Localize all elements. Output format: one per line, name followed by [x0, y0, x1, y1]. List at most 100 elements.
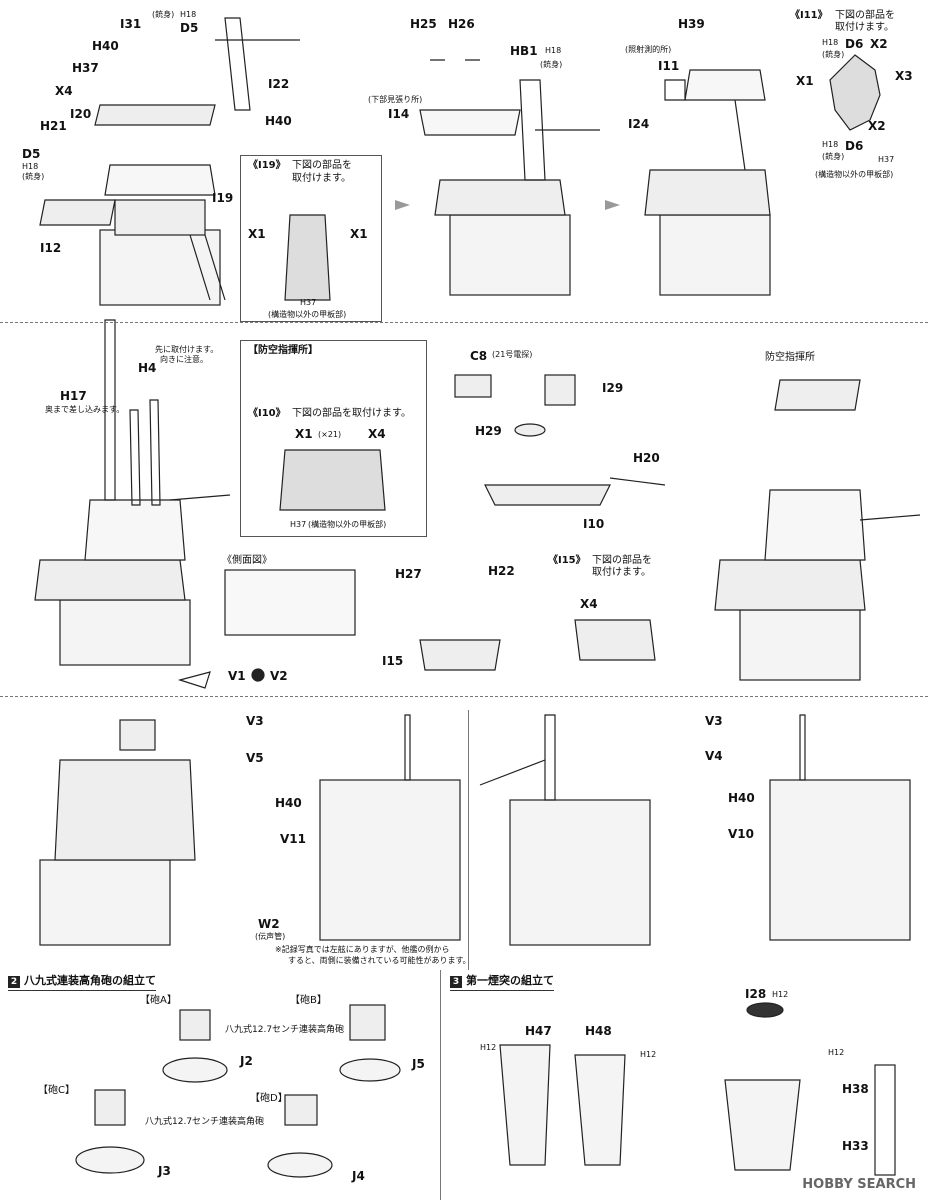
section-3-number: 3 [450, 976, 462, 988]
part-label-V1: V1 [228, 669, 246, 683]
radar-note: (21号電探) [492, 350, 533, 359]
inset-I15-note2: 取付けます。 [592, 567, 651, 578]
part-label-H12-a: H12 [480, 1043, 497, 1052]
part-label-I11: I11 [658, 59, 680, 73]
part-label-H18-left: H18 [22, 162, 39, 171]
part-label-H25: H25 [410, 17, 437, 31]
inset-I11-X2-bottom: X2 [868, 119, 886, 133]
part-label-J4: J4 [352, 1169, 365, 1183]
gun-description-1: 八九式12.7センチ連装高角砲 [225, 1025, 345, 1035]
part-label-HB1: HB1 [510, 44, 538, 58]
part-label-I19: I19 [212, 191, 234, 205]
aa-command-label-right: 防空指揮所 [765, 352, 815, 363]
part-label-J3: J3 [158, 1164, 171, 1178]
part-label-V2: V2 [270, 669, 288, 683]
column-divider-row3 [468, 710, 469, 970]
gun-B-label: 【砲B】 [290, 995, 327, 1006]
inset-I15-title: 《I15》 [548, 555, 586, 566]
part-label-V10: V10 [728, 827, 754, 841]
part-label-H21: H21 [40, 119, 67, 133]
part-label-H37: H37 [72, 61, 99, 75]
photo-note-1: ※記録写真では左舷にありますが、他艦の例から [275, 945, 450, 954]
inset-I15-X4: X4 [580, 597, 598, 611]
gun-mount-drawings [75, 1004, 401, 1178]
gun-barrel-note: (銃身) [152, 10, 175, 19]
inset-I11-caption: (構造物以外の甲板部) [815, 170, 894, 179]
inset-I11-X2-top: X2 [870, 37, 888, 51]
section-2-number: 2 [8, 976, 20, 988]
lower-lookout-note: (下部見張り所) [368, 95, 423, 104]
gun-D-label: 【砲D】 [250, 1093, 288, 1104]
section-2-heading: 2 八九式連装高角砲の組立て [8, 972, 156, 991]
part-label-H17: H17 [60, 389, 87, 403]
inset-box-aa-command [240, 340, 427, 537]
inset-I19-note1: 下図の部品を [292, 160, 352, 171]
part-label-X4: X4 [55, 84, 73, 98]
inset-I11-title: 《I11》 [790, 10, 828, 21]
bridge-tower-row2-left [34, 319, 231, 666]
inset-I19-note2: 取付けます。 [292, 173, 351, 184]
part-label-H12-d: H12 [828, 1048, 845, 1057]
part-label-W2: W2 [258, 917, 280, 931]
bridge-tower-row3 [39, 714, 911, 946]
gun-C-label: 【砲C】 [38, 1085, 75, 1096]
part-label-C8: C8 [470, 349, 488, 363]
part-label-H47: H47 [525, 1024, 552, 1038]
part-label-H4: H4 [138, 361, 157, 375]
part-label-I24: I24 [628, 117, 650, 131]
inset-I11-note1: 下図の部品を [835, 10, 895, 21]
warning-note-1: 先に取付けます。 [155, 345, 219, 354]
inset-I19-X1-left: X1 [248, 227, 266, 241]
part-label-I15: I15 [382, 654, 404, 668]
inset-I11-H18-top: H18 [822, 38, 839, 47]
inset-I10-title: 《I10》 [248, 408, 286, 419]
warning-note-1b: 向きに注意。 [160, 355, 208, 364]
gun-description-2: 八九式12.7センチ連装高角砲 [145, 1117, 265, 1127]
part-label-H12-b: H12 [640, 1050, 657, 1059]
inset-I15-note1: 下図の部品を [592, 555, 652, 566]
part-label-H38: H38 [842, 1082, 869, 1096]
inset-I11-barrel-bottom: (銃身) [822, 152, 845, 161]
photo-note-2: すると、両側に装備されている可能性があります。 [288, 956, 471, 965]
inset-I10-X1: X1 [295, 427, 313, 441]
part-label-H12-c: H12 [772, 990, 789, 999]
warning-note-2: 奥まで差し込みます。 [45, 405, 125, 414]
inset-I11-H18-bottom: H18 [822, 140, 839, 149]
part-label-H48: H48 [585, 1024, 612, 1038]
inset-I11-D6-bottom: D6 [845, 139, 864, 153]
inset-I10-X4: X4 [368, 427, 386, 441]
section-2-title: 八九式連装高角砲の組立て [24, 974, 156, 987]
part-label-H27: H27 [395, 567, 422, 581]
bridge-tower-step2 [419, 59, 600, 296]
part-label-D5: D5 [180, 21, 199, 35]
row-divider-2 [0, 696, 928, 697]
part-label-I22: I22 [268, 77, 290, 91]
part-label-H18: H18 [180, 10, 197, 19]
part-label-H22: H22 [488, 564, 515, 578]
inset-I19-X1-right: X1 [350, 227, 368, 241]
part-label-J2: J2 [240, 1054, 253, 1068]
part-label-I12: I12 [40, 241, 62, 255]
row-divider-1 [0, 322, 928, 323]
gun-A-label: 【砲A】 [140, 995, 177, 1006]
voice-tube-note: (伝声管) [255, 932, 286, 941]
gun-barrel-note-left: (銃身) [22, 172, 45, 181]
part-label-H26: H26 [448, 17, 475, 31]
bridge-tower-step3 [644, 69, 771, 296]
part-label-V11: V11 [280, 832, 306, 846]
section-3-title: 第一煙突の組立て [466, 974, 554, 987]
part-label-V4: V4 [705, 749, 723, 763]
part-label-V5: V5 [246, 751, 264, 765]
gun-barrel-note-step2: (銃身) [540, 60, 563, 69]
aa-command-heading: 【防空指揮所】 [248, 345, 318, 356]
part-label-J5: J5 [412, 1057, 425, 1071]
part-label-H40: H40 [92, 39, 119, 53]
inset-I11-note2: 取付けます。 [835, 22, 894, 33]
part-label-H20: H20 [633, 451, 660, 465]
inset-I10-count: (×21) [318, 430, 342, 439]
inset-I11-X3: X3 [895, 69, 913, 83]
bridge-tower-row2-right [714, 379, 921, 681]
inset-I11-H37: H37 [878, 155, 895, 164]
part-label-I10: I10 [583, 517, 605, 531]
inset-I11-barrel-top: (銃身) [822, 50, 845, 59]
